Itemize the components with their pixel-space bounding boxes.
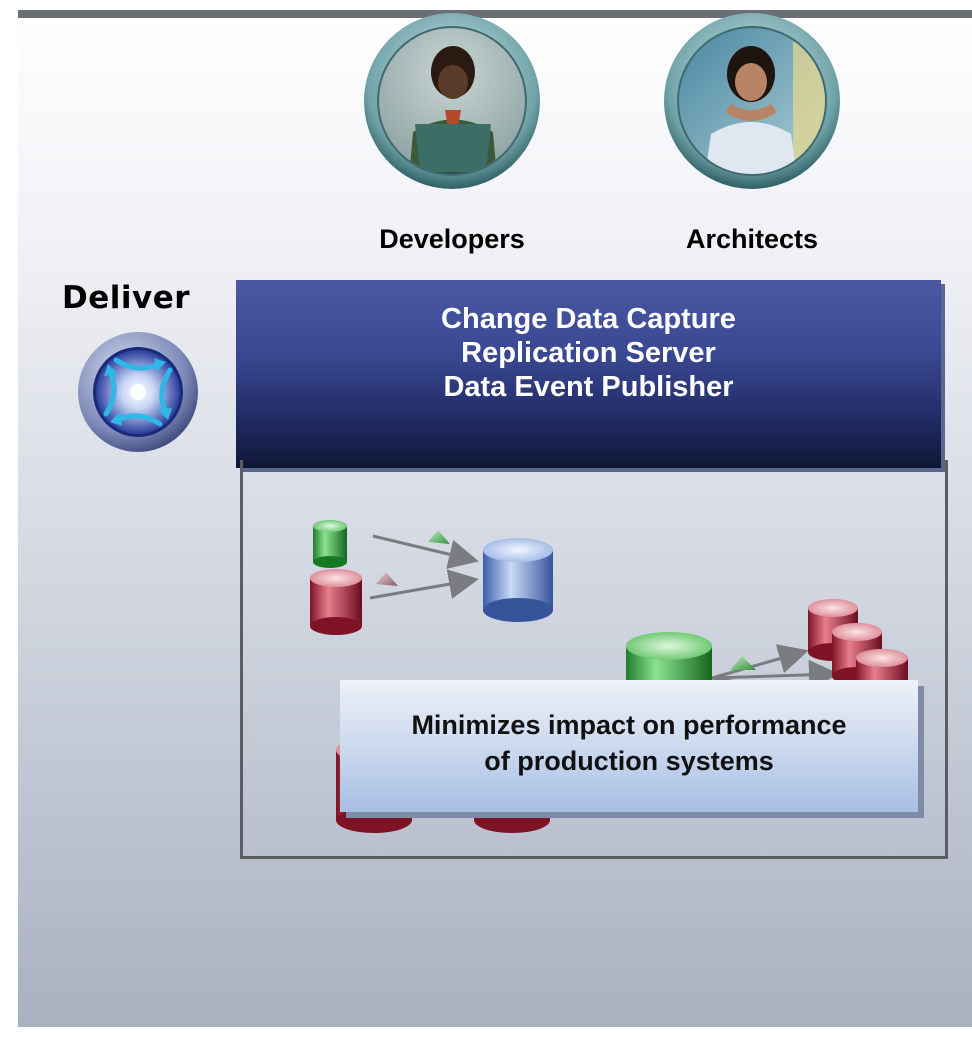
replication-diagram-frame xyxy=(240,460,948,859)
change-marker-red xyxy=(376,572,398,586)
arrow-green-to-red-1 xyxy=(711,644,809,680)
db-blue-target xyxy=(483,538,553,622)
top-bar xyxy=(18,10,972,18)
architect-photo xyxy=(664,13,840,189)
product-header-band: Change Data Capture Replication Server D… xyxy=(236,280,941,468)
persona-label-developers: Developers xyxy=(379,224,525,254)
arrow-green-to-red-2 xyxy=(711,659,839,690)
developer-photo xyxy=(364,13,540,189)
change-marker-green xyxy=(428,530,450,544)
deliver-label: Deliver xyxy=(62,280,191,316)
header-line-data-event-publisher: Data Event Publisher xyxy=(443,371,734,403)
header-line-change-data-capture: Change Data Capture xyxy=(441,303,736,335)
note-line-2: of production systems xyxy=(484,746,774,776)
arrow-red-to-blue xyxy=(369,569,479,600)
replication-diagram xyxy=(310,520,908,833)
impact-note-box: Minimizes impact on performance of produ… xyxy=(340,680,918,812)
db-red-source-a xyxy=(310,569,362,635)
arrow-green-to-blue xyxy=(372,534,479,569)
persona-label-architects: Architects xyxy=(685,224,819,254)
note-line-1: Minimizes impact on performance xyxy=(411,710,847,740)
header-line-replication-server: Replication Server xyxy=(461,337,716,369)
db-small-green xyxy=(313,520,347,568)
slide: Developers Architects Deliver xyxy=(18,10,972,1027)
change-marker-green-2 xyxy=(730,656,756,670)
deliver-arrows-icon xyxy=(78,332,198,452)
